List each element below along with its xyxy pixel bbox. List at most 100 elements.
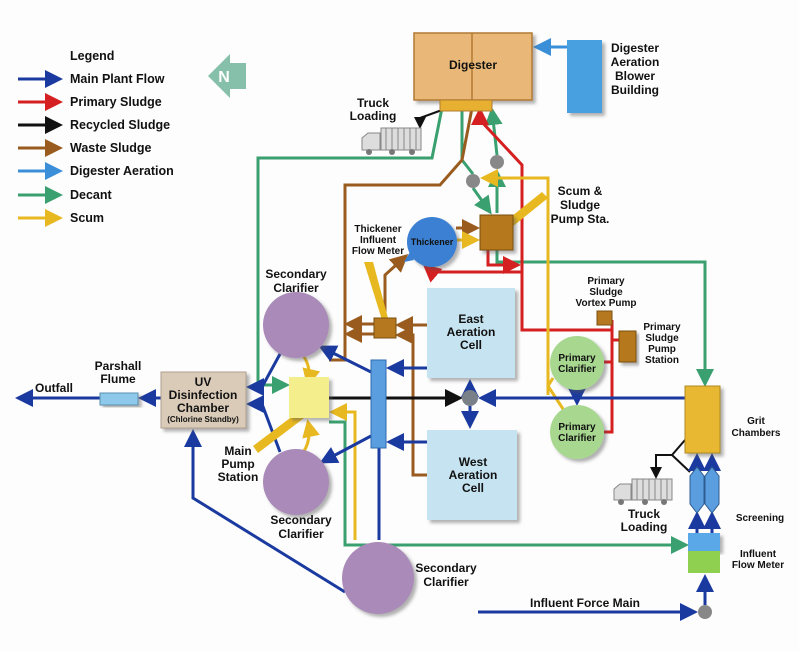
screening-label: Screening (736, 513, 784, 524)
primary-clarifier-label: Clarifier (558, 433, 596, 444)
primary-clarifier-label: Clarifier (558, 364, 596, 375)
legend-label: Main Plant Flow (70, 72, 165, 86)
ps-pump-label: Primary (643, 322, 681, 333)
truck-loading-line (414, 109, 443, 129)
blower-label: Blower (615, 69, 655, 83)
uv-label: Chamber (177, 401, 229, 415)
main-pump-label: Main (224, 444, 251, 458)
digester[interactable]: Digester (413, 32, 533, 112)
valve-icon (698, 605, 712, 619)
blower-label: Aeration (611, 55, 660, 69)
ps-pump-label: Station (645, 355, 679, 366)
main-flow-line (319, 434, 372, 464)
outfall-label: Outfall (35, 381, 73, 395)
legend-label: Primary Sludge (70, 95, 162, 109)
scum-line (480, 169, 550, 395)
legend-label: Recycled Sludge (70, 118, 170, 132)
grit-label: Grit (747, 416, 765, 427)
truck-loading-line (650, 439, 686, 479)
truck-loading-line (671, 454, 691, 473)
truck-label: Truck (357, 96, 389, 110)
legend-item-main-plant-flow: Main Plant Flow (18, 70, 165, 88)
main-pump-label: Pump (221, 457, 254, 471)
flume-label: Flume (100, 372, 136, 386)
waste-sludge-line (383, 253, 409, 318)
vortex-pump-label: Primary (587, 276, 625, 287)
primary-clarifier-label: Primary (558, 422, 596, 433)
primary-sludge-line (422, 264, 522, 283)
legend-item-recycled-sludge: Recycled Sludge (18, 116, 170, 134)
west-cell-label: Cell (462, 481, 484, 495)
clarifier-label: Secondary (415, 561, 477, 575)
thickener[interactable]: Thickener (404, 217, 457, 267)
scum-pump-label: Pump Sta. (551, 212, 610, 226)
flow-meter-label: Influent (360, 235, 397, 246)
east-cell-label: Cell (460, 338, 482, 352)
blower-label: Digester (611, 41, 659, 55)
scum-pump-label: Sludge (560, 198, 600, 212)
main-flow-line (184, 429, 346, 594)
flume-label: Parshall (95, 359, 142, 373)
truck-label: Loading (621, 520, 668, 534)
clarifier-label: Secondary (265, 267, 327, 281)
primary-sludge-line (604, 320, 614, 434)
west-cell-label: West (459, 455, 487, 469)
decant-line (329, 420, 689, 554)
north-arrow-icon: N (208, 54, 246, 98)
primary-sludge-line (486, 250, 521, 274)
legend-label: Scum (70, 211, 104, 225)
legend: Legend Main Plant Flow Primary Sludge Re… (18, 49, 174, 227)
main-pump-label: Station (218, 470, 259, 484)
flow-lines (15, 38, 721, 621)
junction-icon (462, 390, 478, 406)
digester-label: Digester (449, 58, 497, 72)
valve-icon (490, 155, 504, 169)
waste-sludge-line (329, 107, 474, 362)
screening[interactable]: Screening (689, 466, 784, 524)
scum-line (329, 403, 357, 540)
legend-item-scum: Scum (18, 209, 104, 227)
distribution-channel (370, 359, 387, 449)
uv-label: Disinfection (169, 388, 238, 402)
vortex-pump-label: Vortex Pump (576, 298, 637, 309)
flow-meter-label: Thickener (354, 224, 401, 235)
influent-force-main-label: Influent Force Main (530, 596, 640, 610)
main-flow-line (246, 353, 282, 396)
legend-label: Digester Aeration (70, 164, 174, 178)
legend-label: Decant (70, 188, 113, 202)
east-cell-label: East (458, 312, 483, 326)
